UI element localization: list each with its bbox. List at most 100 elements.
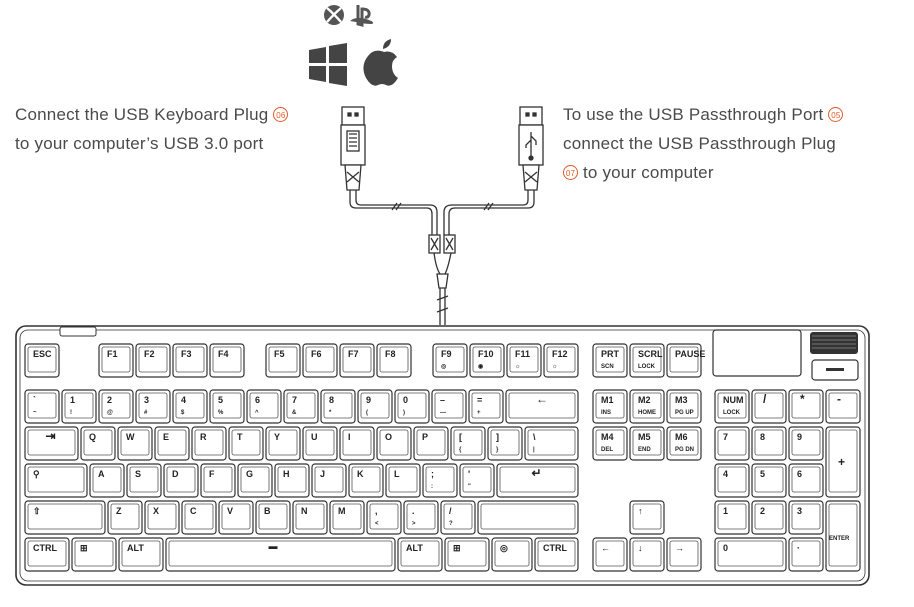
- key-f8[interactable]: F8: [376, 343, 412, 378]
- key-symbol[interactable]: /: [751, 389, 787, 424]
- key-5[interactable]: 5: [751, 463, 787, 498]
- key-symbol[interactable]: →: [666, 537, 702, 572]
- key-symbol[interactable]: ▬: [165, 537, 396, 572]
- key-d[interactable]: D: [163, 463, 199, 498]
- key-c[interactable]: C: [181, 500, 217, 535]
- key-q[interactable]: Q: [80, 426, 116, 461]
- key-3[interactable]: 3: [788, 500, 824, 535]
- key-4[interactable]: 4$: [172, 389, 208, 424]
- key-symbol[interactable]: .>: [403, 500, 439, 535]
- key-symbol[interactable]: ⊞: [71, 537, 117, 572]
- key-2[interactable]: 2: [751, 500, 787, 535]
- key-f1[interactable]: F1: [98, 343, 134, 378]
- key-alt[interactable]: ALT: [118, 537, 164, 572]
- key-symbol[interactable]: ⇧: [24, 500, 106, 535]
- key-f6[interactable]: F6: [302, 343, 338, 378]
- key-symbol[interactable]: `~: [24, 389, 60, 424]
- key-i[interactable]: I: [339, 426, 375, 461]
- key-0[interactable]: 0): [394, 389, 430, 424]
- key-symbol[interactable]: ↓: [629, 537, 665, 572]
- key-f10[interactable]: F10◉: [469, 343, 505, 378]
- key-6[interactable]: 6: [788, 463, 824, 498]
- key-z[interactable]: Z: [107, 500, 143, 535]
- key-7[interactable]: 7: [714, 426, 750, 461]
- key-b[interactable]: B: [255, 500, 291, 535]
- key-k[interactable]: K: [348, 463, 384, 498]
- key-symbol[interactable]: ,<: [366, 500, 402, 535]
- key-7[interactable]: 7&: [283, 389, 319, 424]
- key-symbol[interactable]: =+: [468, 389, 504, 424]
- key-symbol[interactable]: ↑: [629, 500, 665, 535]
- key-x[interactable]: X: [144, 500, 180, 535]
- key-ctrl[interactable]: CTRL: [534, 537, 579, 572]
- key-f[interactable]: F: [200, 463, 236, 498]
- key-blank[interactable]: [477, 500, 579, 535]
- key-5[interactable]: 5%: [209, 389, 245, 424]
- key-symbol[interactable]: ⚲: [24, 463, 88, 498]
- key-f5[interactable]: F5: [265, 343, 301, 378]
- key-y[interactable]: Y: [265, 426, 301, 461]
- key-symbol[interactable]: ;:: [422, 463, 458, 498]
- key-v[interactable]: V: [218, 500, 254, 535]
- key-p[interactable]: P: [413, 426, 449, 461]
- key-9[interactable]: 9: [788, 426, 824, 461]
- key-s[interactable]: S: [126, 463, 162, 498]
- key-esc[interactable]: ESC: [24, 343, 60, 378]
- key-n[interactable]: N: [292, 500, 328, 535]
- key-symbol[interactable]: ←: [592, 537, 628, 572]
- key-symbol[interactable]: *: [788, 389, 824, 424]
- key-0[interactable]: 0: [714, 537, 787, 572]
- key-l[interactable]: L: [385, 463, 421, 498]
- key-9[interactable]: 9(: [357, 389, 393, 424]
- key-1[interactable]: 1: [714, 500, 750, 535]
- key-e[interactable]: E: [154, 426, 190, 461]
- key-h[interactable]: H: [274, 463, 310, 498]
- key-symbol[interactable]: [{: [450, 426, 486, 461]
- key-f4[interactable]: F4: [209, 343, 245, 378]
- key-f11[interactable]: F11☼: [506, 343, 542, 378]
- key-o[interactable]: O: [376, 426, 412, 461]
- key-symbol[interactable]: \|: [524, 426, 579, 461]
- key-f2[interactable]: F2: [135, 343, 171, 378]
- key-pause[interactable]: PAUSE: [666, 343, 705, 378]
- key-a[interactable]: A: [89, 463, 125, 498]
- key-w[interactable]: W: [117, 426, 153, 461]
- key-m[interactable]: M: [329, 500, 365, 535]
- volume-roller[interactable]: [810, 332, 858, 354]
- key-8[interactable]: 8: [751, 426, 787, 461]
- key-symbol[interactable]: -: [825, 389, 861, 424]
- key-f12[interactable]: F12☼: [543, 343, 579, 378]
- key-6[interactable]: 6^: [246, 389, 282, 424]
- key-1[interactable]: 1!: [61, 389, 97, 424]
- key-symbol[interactable]: ←: [505, 389, 579, 424]
- key-symbol[interactable]: ]}: [487, 426, 523, 461]
- key-f3[interactable]: F3: [172, 343, 208, 378]
- key-g[interactable]: G: [237, 463, 273, 498]
- key-j[interactable]: J: [311, 463, 347, 498]
- key-enter[interactable]: [825, 500, 861, 572]
- key-3[interactable]: 3#: [135, 389, 171, 424]
- key-alt[interactable]: ALT: [397, 537, 443, 572]
- key-2[interactable]: 2@: [98, 389, 134, 424]
- key-symbol[interactable]: ·: [788, 537, 824, 572]
- key-r[interactable]: R: [191, 426, 227, 461]
- key-f7[interactable]: F7: [339, 343, 375, 378]
- key-symbol[interactable]: –—: [431, 389, 467, 424]
- key-symbol[interactable]: ↵: [496, 463, 579, 498]
- key-symbol[interactable]: [825, 426, 861, 498]
- key-f9[interactable]: F9◎: [432, 343, 468, 378]
- key-symbol[interactable]: ◎: [491, 537, 533, 572]
- key-symbol[interactable]: ⊞: [444, 537, 490, 572]
- key-u[interactable]: U: [302, 426, 338, 461]
- key-ctrl[interactable]: CTRL: [24, 537, 70, 572]
- key-symbol[interactable]: '": [459, 463, 495, 498]
